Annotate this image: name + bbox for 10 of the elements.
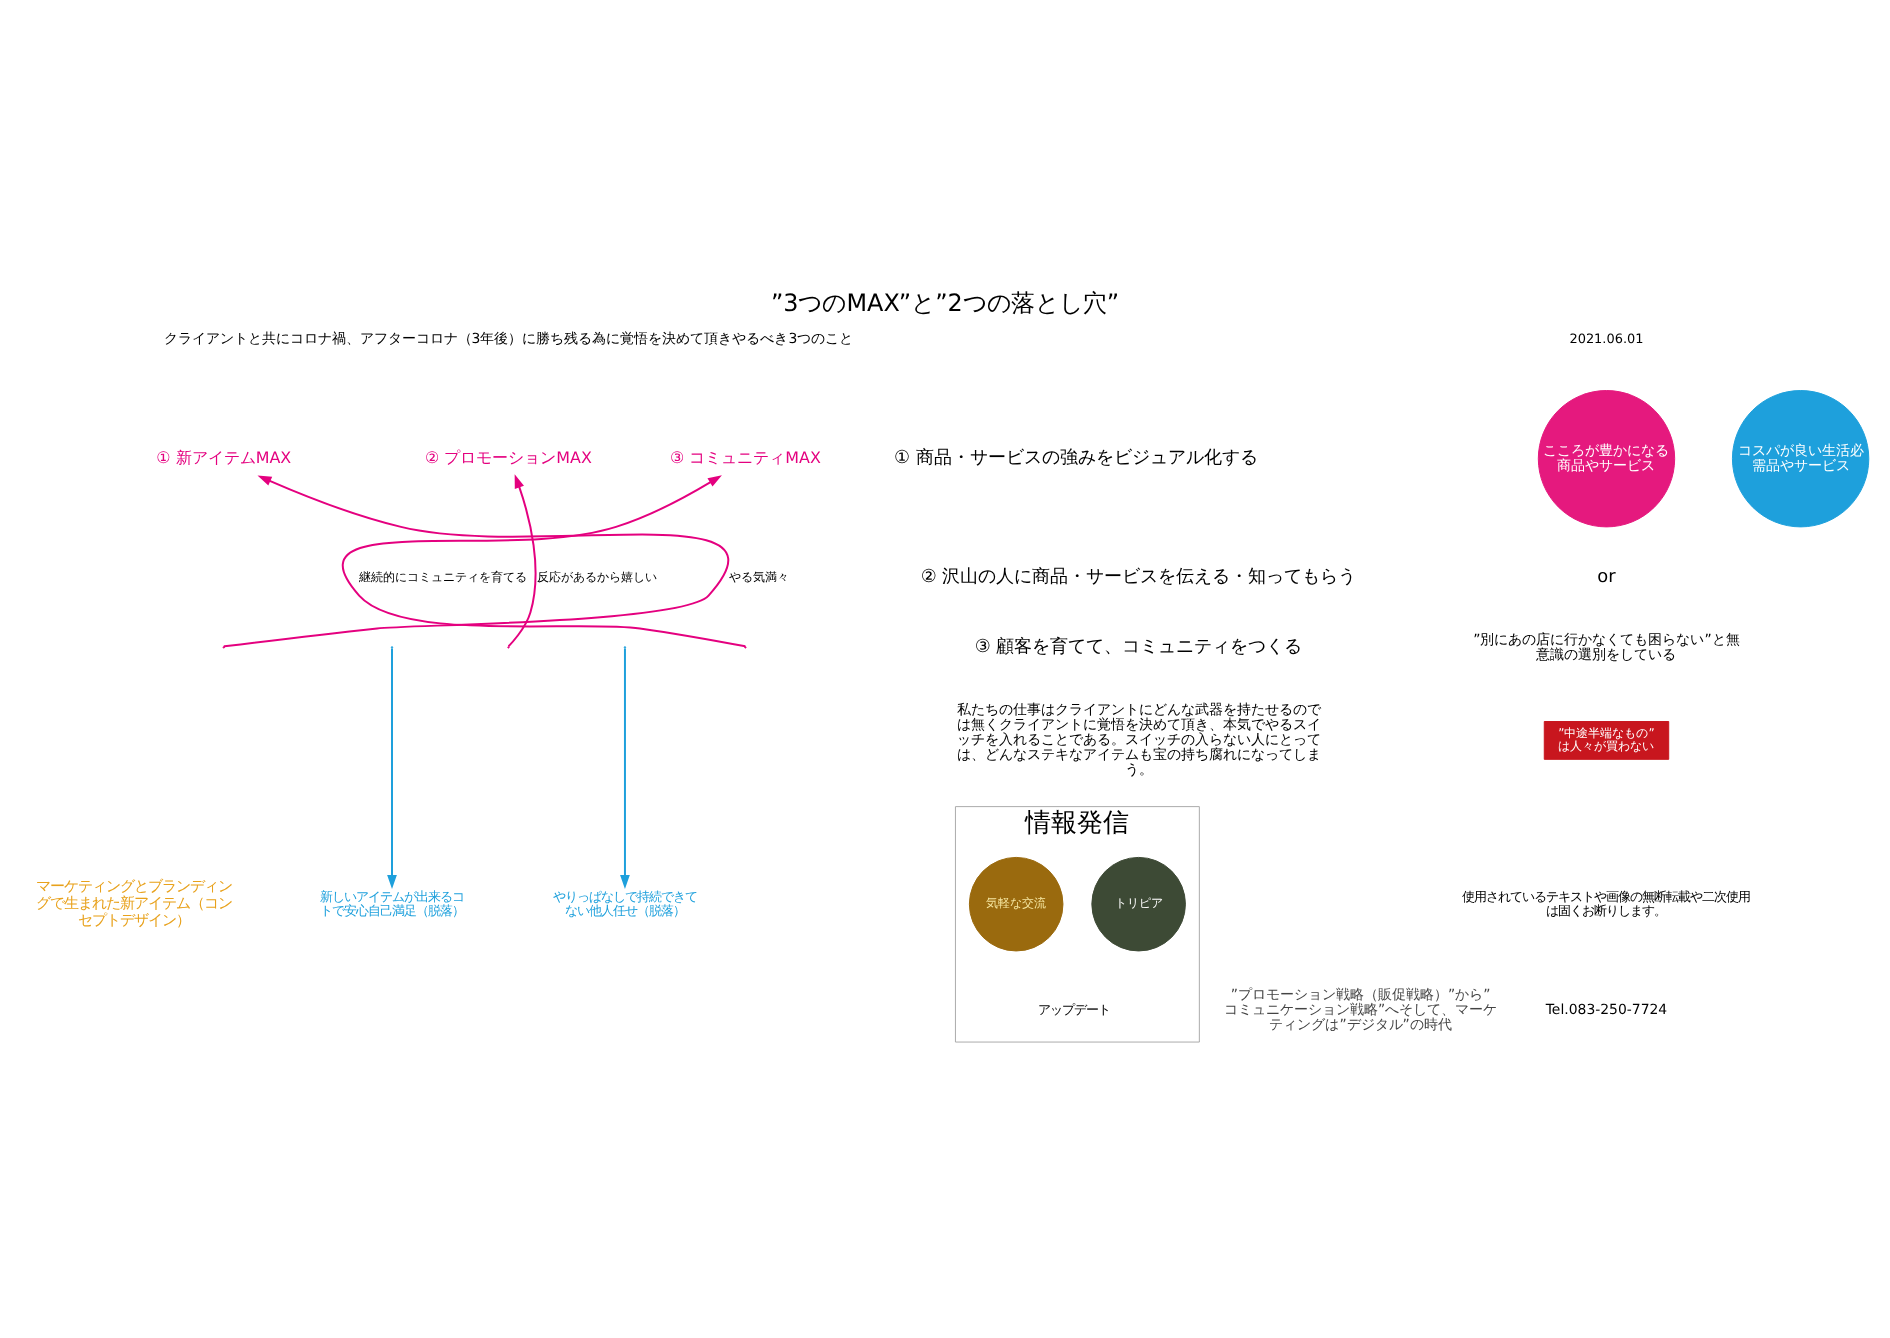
label: ③ 顧客を育てて、コミュニティをつくる [974,637,1303,658]
arrow [620,647,630,889]
arrow [222,475,729,648]
label: or [1597,568,1616,589]
arrow [342,475,747,648]
label: ② 沢山の人に商品・サービスを伝える・知ってもらう [920,568,1357,589]
label: ① 商品・サービスの強みをビジュアル化する [894,449,1258,470]
arrow [387,647,397,889]
arrow [507,474,537,648]
diagram-title: ”3つのMAX”と”2つの落とし穴” [770,289,1120,318]
